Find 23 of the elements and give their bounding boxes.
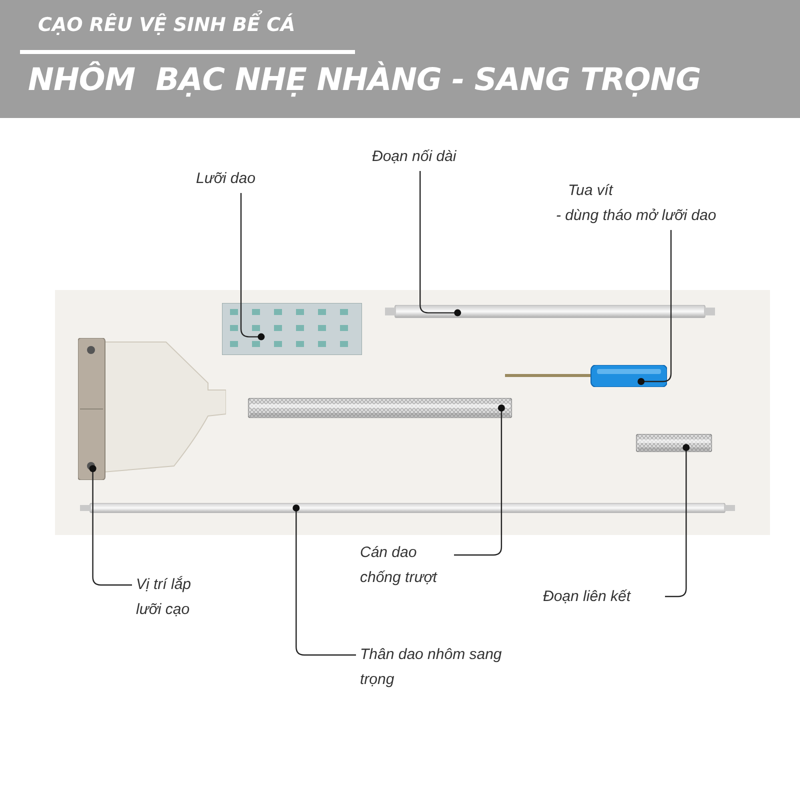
extension-rod-drawing [385,305,715,318]
callout-label: Thân dao nhôm sang trọng [360,645,503,690]
callout-label: Đoạn nối dài [372,147,458,167]
knurled-handle-drawing [248,398,512,418]
leader-line [420,171,462,316]
leader-line [89,465,132,586]
leader-line [665,444,690,598]
screwdriver-drawing [505,365,667,387]
callout-note: - dùng tháo mở lưỡi dao [556,206,718,226]
connector-piece-drawing [636,434,712,452]
scraper-head-drawing [78,338,226,480]
callout-label: Tua vít [567,181,614,201]
leader-line [292,504,356,656]
callout-label: Lưỡi dao [196,169,256,189]
leader-line [454,404,505,556]
leader-line [240,193,265,340]
callout-label: Đoạn liên kết [543,587,632,607]
blade-drawing [222,303,362,355]
leader-line [638,230,672,385]
callout-label: Cán dao chống trượt [360,543,438,588]
title: NHÔM BẠC NHẸ NHÀNG - SANG TRỌNG [28,62,701,98]
callout-label: Vị trí lắp lưỡi cạo [136,575,192,620]
long-rod-drawing [80,503,735,513]
